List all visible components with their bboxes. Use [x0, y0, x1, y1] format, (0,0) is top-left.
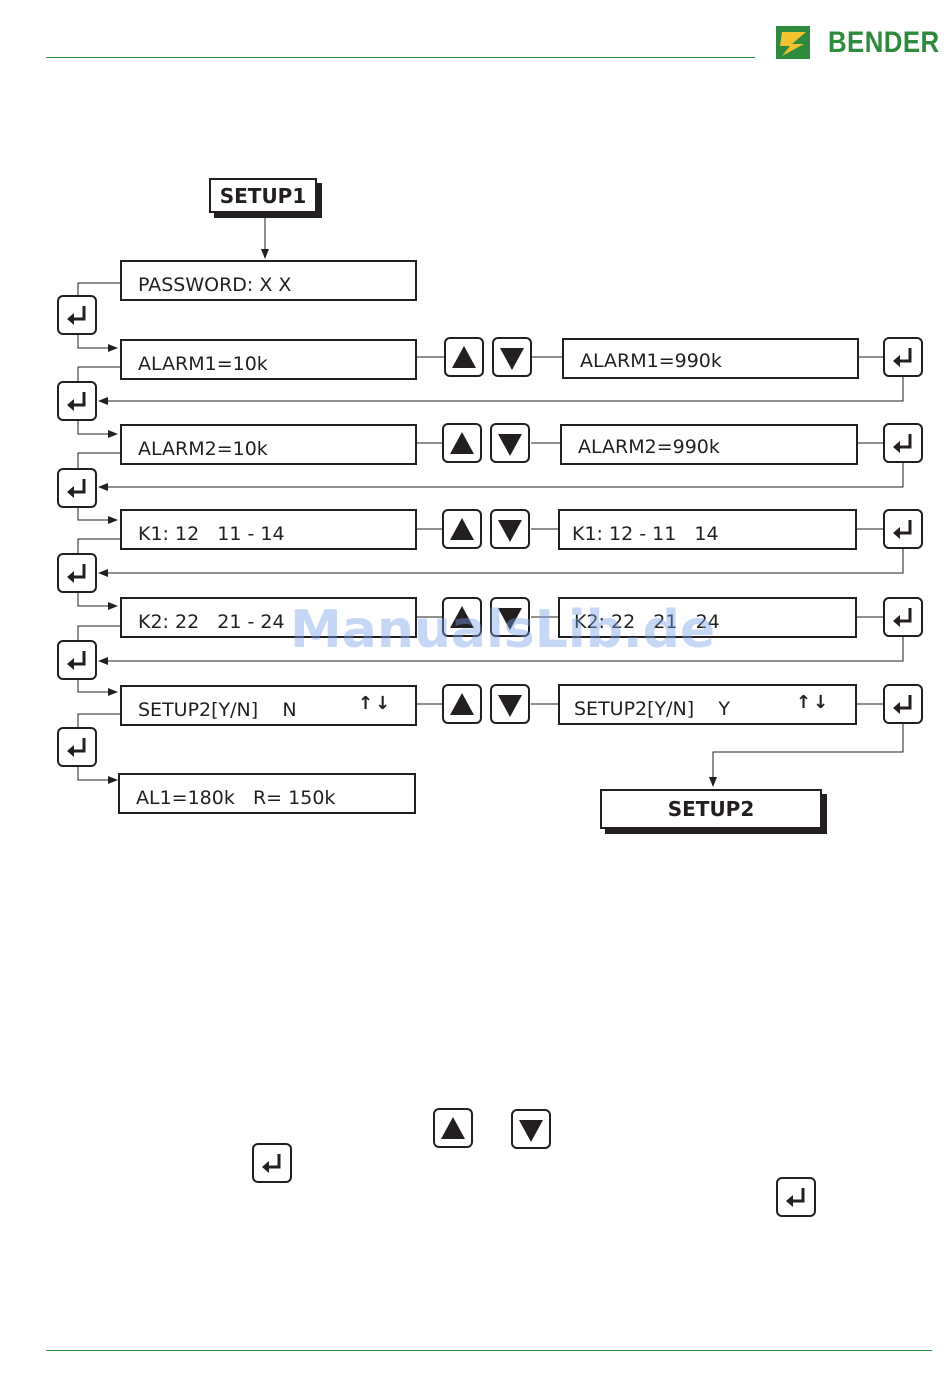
last-display-text: AL1=180k R= 150k — [136, 787, 336, 809]
k2-default-text: K2: 22 21 - 24 — [138, 611, 285, 633]
up-key-button[interactable] — [442, 684, 482, 724]
down-arrow-key-icon — [519, 1120, 543, 1142]
enter-key-button[interactable] — [776, 1177, 816, 1217]
last-display: AL1=180k R= 150k — [118, 773, 416, 814]
up-arrow-key-icon — [450, 606, 474, 628]
enter-key-button[interactable] — [883, 423, 923, 463]
enter-key-button[interactable] — [883, 684, 923, 724]
down-key-button[interactable] — [511, 1109, 551, 1149]
k2-default-display: K2: 22 21 - 24 — [120, 597, 417, 638]
updown-indicator: ↑↓ — [796, 692, 831, 713]
enter-key-button[interactable] — [883, 337, 923, 377]
enter-key-button[interactable] — [57, 381, 97, 421]
down-arrow-key-icon — [498, 608, 522, 630]
down-arrow-key-icon — [500, 348, 524, 370]
password-display: PASSWORD: X X — [120, 260, 417, 301]
up-key-button[interactable] — [433, 1108, 473, 1148]
k2-alt-display: K2: 22 21 24 — [558, 597, 857, 638]
setup2-yes-text: SETUP2[Y/N] Y — [574, 698, 730, 720]
enter-key-icon — [893, 348, 912, 367]
enter-key-icon — [67, 564, 86, 583]
k1-alt-text: K1: 12 - 11 14 — [572, 523, 719, 545]
enter-key-button[interactable] — [883, 509, 923, 549]
alarm2-max-display: ALARM2=990k — [560, 424, 858, 465]
enter-key-button[interactable] — [57, 553, 97, 593]
up-arrow-key-icon — [441, 1117, 465, 1139]
enter-key-icon — [262, 1154, 281, 1173]
alarm1-default-display: ALARM1=10k — [120, 339, 417, 380]
brand-name: BENDER — [828, 26, 940, 59]
down-key-button[interactable] — [490, 423, 530, 463]
alarm1-max-text: ALARM1=990k — [580, 350, 722, 372]
down-arrow-key-icon — [498, 434, 522, 456]
down-key-button[interactable] — [492, 337, 532, 377]
header-rule — [46, 57, 755, 58]
up-key-button[interactable] — [442, 423, 482, 463]
enter-key-button[interactable] — [57, 468, 97, 508]
enter-key-icon — [67, 392, 86, 411]
down-arrow-key-icon — [498, 520, 522, 542]
enter-key-button[interactable] — [57, 640, 97, 680]
k1-alt-display: K1: 12 - 11 14 — [558, 509, 857, 550]
down-key-button[interactable] — [490, 597, 530, 637]
k2-alt-text: K2: 22 21 24 — [574, 611, 720, 633]
setup2-no-text: SETUP2[Y/N] N — [138, 699, 297, 721]
up-key-button[interactable] — [442, 597, 482, 637]
enter-key-icon — [67, 479, 86, 498]
up-arrow-key-icon — [450, 518, 474, 540]
enter-key-icon — [893, 434, 912, 453]
setup2-no-display: SETUP2[Y/N] N ↑↓ — [120, 685, 417, 726]
enter-key-icon — [786, 1188, 805, 1207]
enter-key-icon — [67, 306, 86, 325]
up-key-button[interactable] — [442, 509, 482, 549]
down-key-button[interactable] — [490, 509, 530, 549]
alarm1-max-display: ALARM1=990k — [562, 338, 859, 379]
enter-key-button[interactable] — [57, 727, 97, 767]
enter-key-icon — [893, 608, 912, 627]
password-text: PASSWORD: X X — [138, 274, 292, 296]
enter-key-icon — [67, 651, 86, 670]
alarm1-default-text: ALARM1=10k — [138, 353, 268, 375]
down-key-button[interactable] — [490, 684, 530, 724]
up-arrow-key-icon — [450, 432, 474, 454]
enter-key-icon — [893, 520, 912, 539]
setup1-label: SETUP1 — [219, 183, 307, 208]
alarm2-max-text: ALARM2=990k — [578, 436, 720, 458]
alarm2-default-display: ALARM2=10k — [120, 424, 417, 465]
down-arrow-key-icon — [498, 695, 522, 717]
enter-key-icon — [893, 695, 912, 714]
k1-default-display: K1: 12 11 - 14 — [120, 509, 417, 550]
setup1-box: SETUP1 — [209, 178, 317, 213]
setup2-yes-display: SETUP2[Y/N] Y ↑↓ — [558, 684, 857, 725]
up-arrow-key-icon — [450, 693, 474, 715]
bender-logo-icon — [776, 26, 810, 59]
setup2-label: SETUP2 — [667, 797, 755, 821]
enter-key-button[interactable] — [57, 295, 97, 335]
alarm2-default-text: ALARM2=10k — [138, 438, 268, 460]
k1-default-text: K1: 12 11 - 14 — [138, 523, 285, 545]
up-arrow-key-icon — [452, 346, 476, 368]
enter-key-button[interactable] — [252, 1143, 292, 1183]
footer-rule — [46, 1350, 932, 1351]
up-key-button[interactable] — [444, 337, 484, 377]
setup2-box: SETUP2 — [600, 789, 822, 829]
updown-indicator: ↑↓ — [358, 693, 393, 714]
enter-key-icon — [67, 738, 86, 757]
enter-key-button[interactable] — [883, 597, 923, 637]
